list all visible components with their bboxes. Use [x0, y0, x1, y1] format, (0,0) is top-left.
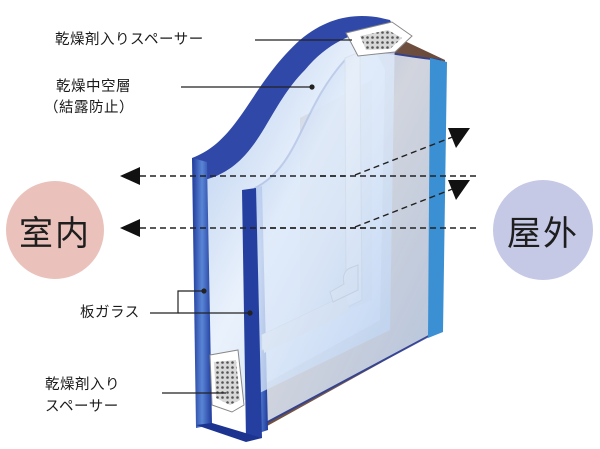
arrow-head-left-bottom: [120, 219, 140, 237]
leader-lines: [150, 39, 352, 394]
arrow-head-right-top: [448, 128, 470, 148]
label-air-layer: 乾燥中空層: [56, 79, 131, 95]
label-spacer-top: 乾燥剤入りスペーサー: [55, 32, 204, 48]
outdoor-label: 屋外: [507, 213, 579, 254]
label-air-layer-note: （結露防止）: [44, 100, 134, 116]
label-spacer-bottom-1: 乾燥剤入り: [45, 377, 120, 393]
outdoor-circle: 屋外: [493, 180, 593, 280]
indoor-flow-arrows: [140, 175, 480, 229]
label-glass: 板ガラス: [80, 305, 140, 321]
indoor-circle: 室内: [6, 181, 104, 279]
arrow-head-right-bottom: [448, 180, 470, 200]
indoor-label: 室内: [19, 213, 91, 254]
desiccant-spacer-top: [345, 21, 413, 57]
arrow-head-left-top: [120, 167, 140, 185]
desiccant-spacer-bottom: [209, 349, 245, 413]
label-spacer-bottom-2: スペーサー: [45, 399, 119, 415]
outdoor-diagonal-arrows: [354, 135, 456, 228]
